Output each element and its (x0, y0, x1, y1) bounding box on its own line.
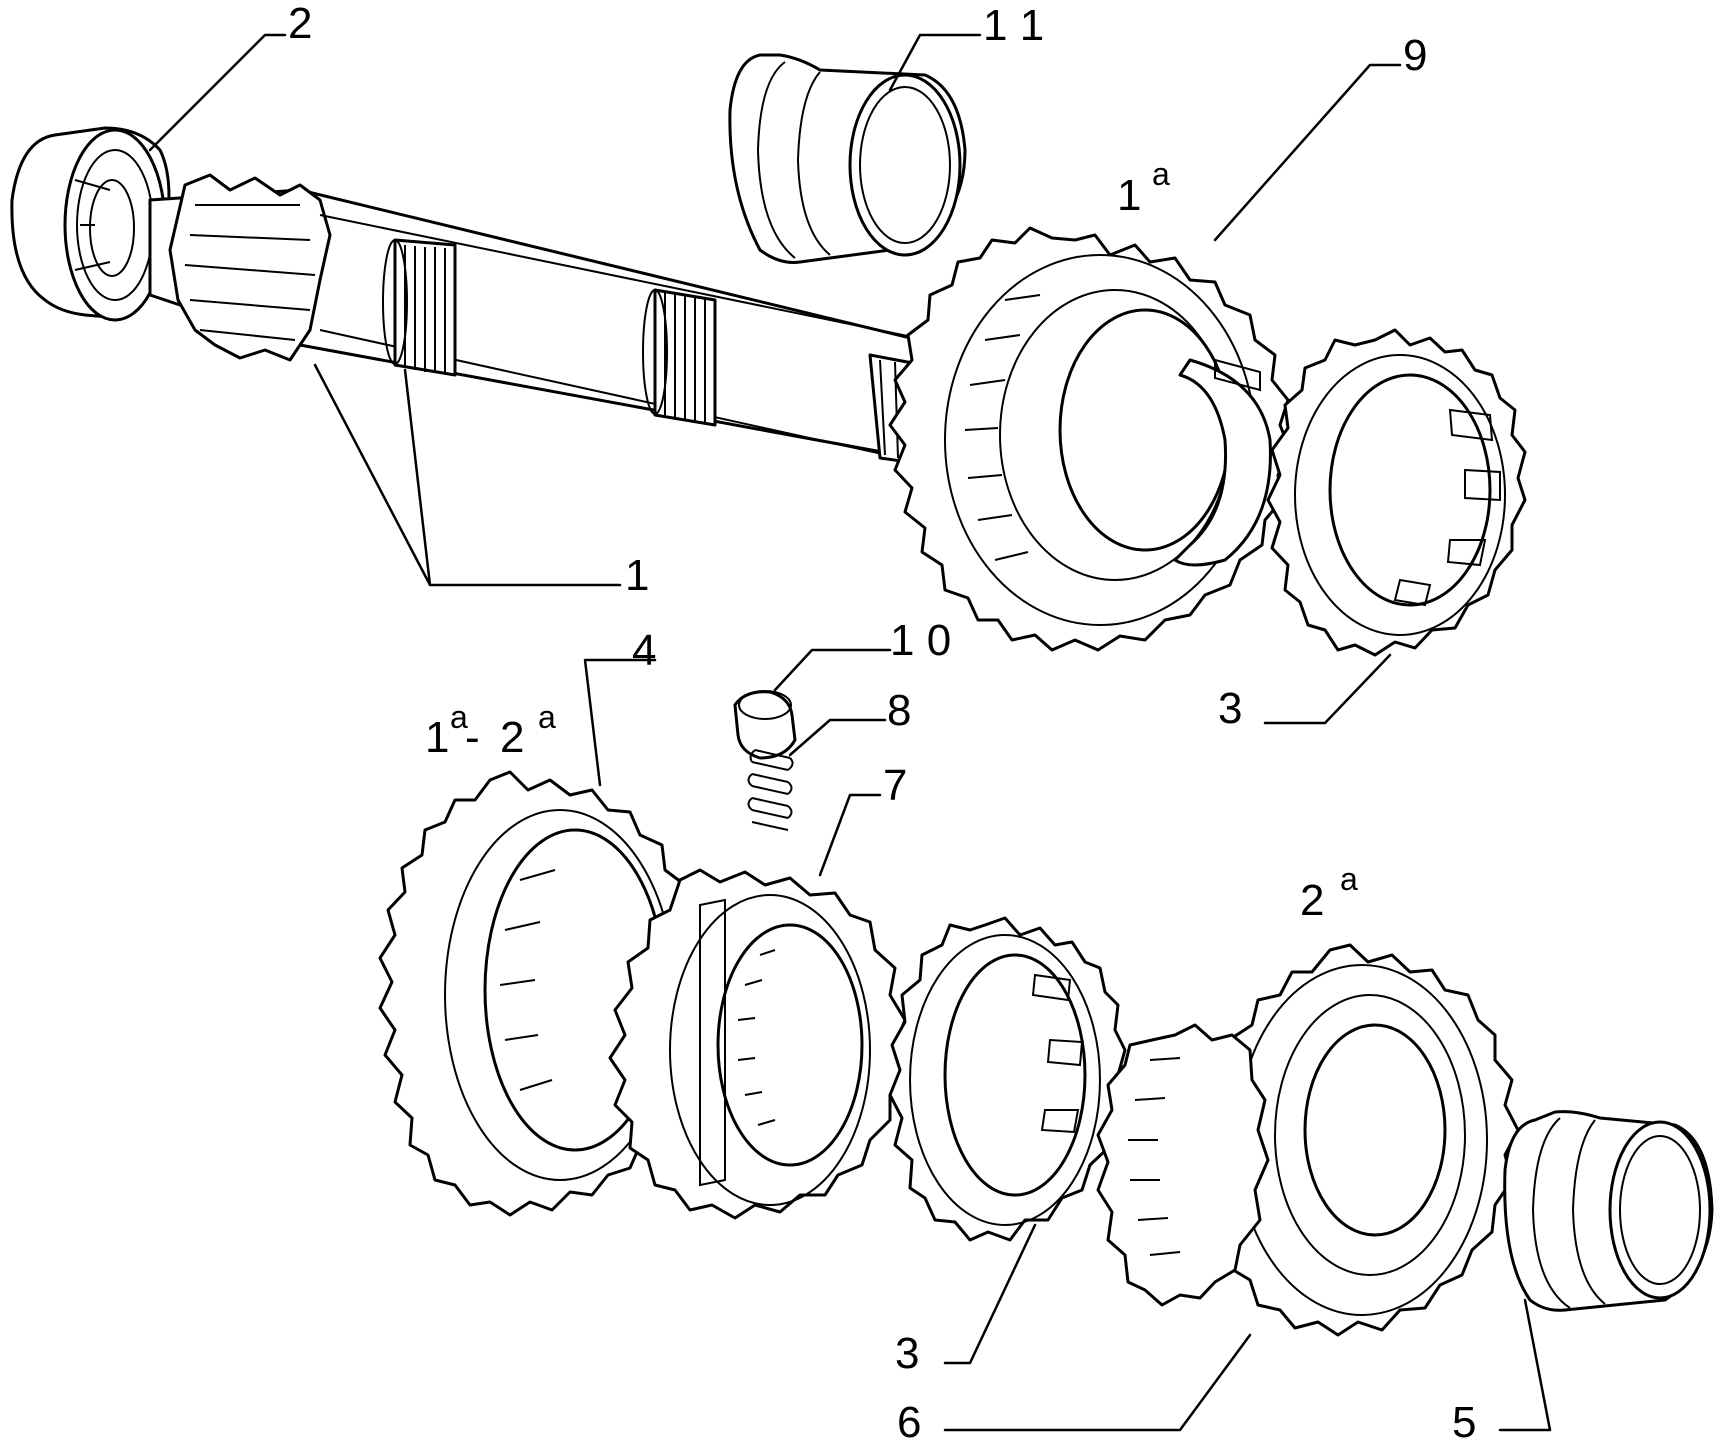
callout-2: 2 (288, 0, 312, 48)
hub-dash: - (465, 713, 480, 762)
leader-1b (403, 368, 432, 587)
part-3-synchro-ring-upper (1266, 328, 1527, 657)
leader-7 (818, 793, 882, 877)
callout-5: 5 (1452, 1398, 1476, 1444)
callout-6: 6 (897, 1398, 921, 1444)
leader-3-lower (943, 1223, 1037, 1365)
label-first-second-hub: 1 a - 2 a (425, 699, 556, 762)
part-11-bushing (728, 53, 967, 264)
callout-8: 8 (887, 686, 911, 735)
hub-first-superscript: a (450, 699, 468, 735)
callout-3-lower: 3 (895, 1329, 919, 1378)
second-gear-superscript: a (1340, 861, 1358, 897)
leader-11 (888, 33, 982, 92)
leader-5 (1498, 1298, 1552, 1432)
part-6-second-gear (1096, 943, 1520, 1337)
hub-first-number: 1 (425, 713, 449, 762)
first-gear-superscript: a (1152, 156, 1170, 192)
callout-7: 7 (883, 761, 907, 810)
leader-2 (148, 33, 287, 152)
label-first-gear: 1 a (1117, 156, 1170, 220)
callout-3-upper: 3 (1218, 684, 1242, 733)
leader-6 (943, 1333, 1252, 1432)
callout-10: 1 0 (890, 616, 951, 665)
leader-10 (773, 648, 892, 692)
callout-9: 9 (1403, 31, 1427, 80)
hub-second-number: 2 (500, 713, 524, 762)
first-gear-number: 1 (1117, 171, 1141, 220)
part-10-detent-pin (733, 690, 797, 760)
leader-lines (148, 33, 1552, 1432)
part-3-synchro-ring-lower (888, 916, 1127, 1242)
leader-3-upper (1263, 653, 1392, 725)
leader-8 (788, 718, 887, 757)
leader-4 (583, 658, 657, 787)
callout-11: 1 1 (983, 1, 1044, 50)
label-second-gear: 2 a (1300, 861, 1358, 925)
leader-1a (313, 363, 622, 587)
second-gear-number: 2 (1300, 876, 1324, 925)
hub-second-superscript: a (538, 699, 556, 735)
leader-9 (1213, 63, 1402, 242)
part-9-first-gear (888, 226, 1292, 652)
part-7-sliding-sleeve (608, 868, 907, 1220)
part-8-spring (747, 749, 794, 831)
part-5-bushing (1503, 1110, 1714, 1312)
callout-1: 1 (625, 551, 649, 600)
part-2-bearing (10, 126, 171, 322)
callout-4: 4 (632, 626, 656, 675)
